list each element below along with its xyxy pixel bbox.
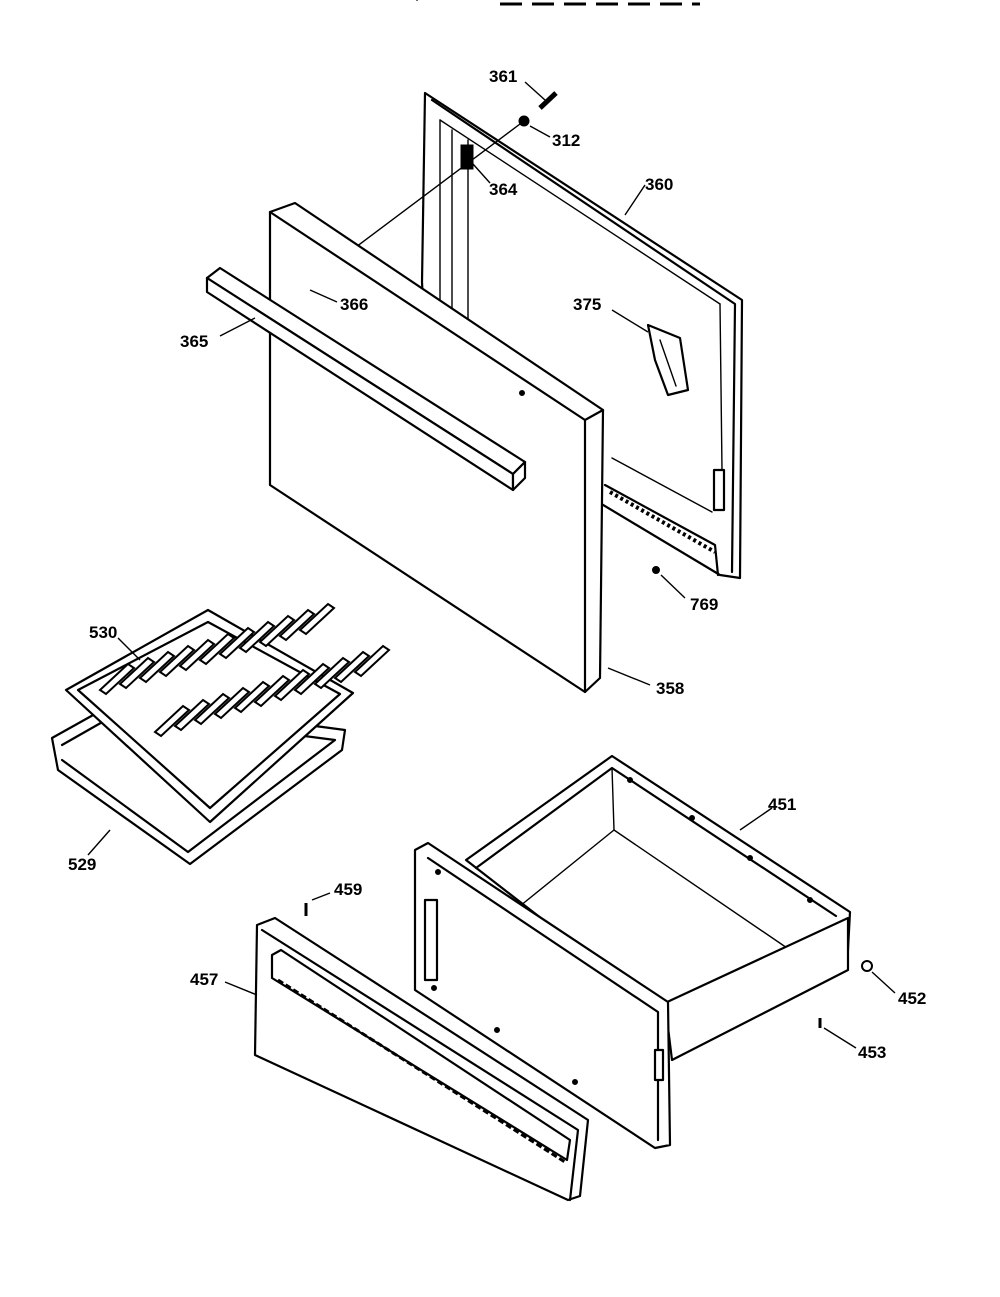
bumper-452 (861, 960, 873, 972)
rack-slot (233, 680, 271, 714)
callout-457: 457 (190, 970, 218, 989)
rack-slot (278, 608, 316, 642)
callout-375: 375 (573, 295, 601, 314)
callout-366: 366 (340, 295, 368, 314)
leader-lines (87, 81, 896, 1049)
rack-slot (98, 662, 136, 696)
callout-459: 459 (334, 880, 362, 899)
rack-slot (353, 644, 391, 678)
callout-361: 361 (489, 67, 517, 86)
callout-364: 364 (489, 180, 518, 199)
latch-bracket (646, 323, 690, 397)
screw-769 (652, 566, 660, 574)
clip-364 (460, 144, 474, 170)
oven-door-inner-panel (420, 91, 744, 580)
callout-452: 452 (898, 989, 926, 1008)
rack-slot (293, 662, 331, 696)
callout-530: 530 (89, 623, 117, 642)
rack-slot (173, 698, 211, 732)
callout-365: 365 (180, 332, 208, 351)
rack-slot (313, 656, 351, 690)
rack-slot (258, 614, 296, 648)
header-fragment: ' (415, 0, 700, 12)
rack-slot (333, 650, 371, 684)
rack-slot (273, 668, 311, 702)
rack-slot (298, 602, 336, 636)
rack-slot (253, 674, 291, 708)
rack-slot (238, 620, 276, 654)
callout-529: 529 (68, 855, 96, 874)
callout-453: 453 (858, 1043, 886, 1062)
rack-slot (213, 686, 251, 720)
rack-slot (138, 650, 176, 684)
callout-360: 360 (645, 175, 673, 194)
rack-slot (118, 656, 156, 690)
oven-door-handle (205, 266, 527, 492)
callout-labels: 361 312 364 360 366 365 375 769 358 530 … (68, 67, 926, 1062)
rack-slot (193, 692, 231, 726)
callout-312: 312 (552, 131, 580, 150)
rack-slot (178, 638, 216, 672)
callout-451: 451 (768, 795, 796, 814)
callout-769: 769 (690, 595, 718, 614)
oven-door-outer-panel (268, 201, 605, 694)
callout-358: 358 (656, 679, 684, 698)
rack-slot (158, 644, 196, 678)
drawer-front-panel (253, 916, 590, 1202)
rack-slot (218, 626, 256, 660)
header-fragment-text: ' (415, 0, 419, 12)
screw-361 (538, 91, 558, 110)
broiler-rack (64, 602, 391, 824)
rack-slot (153, 704, 191, 738)
rack-slot (198, 632, 236, 666)
drawer-inner-front (413, 841, 672, 1150)
